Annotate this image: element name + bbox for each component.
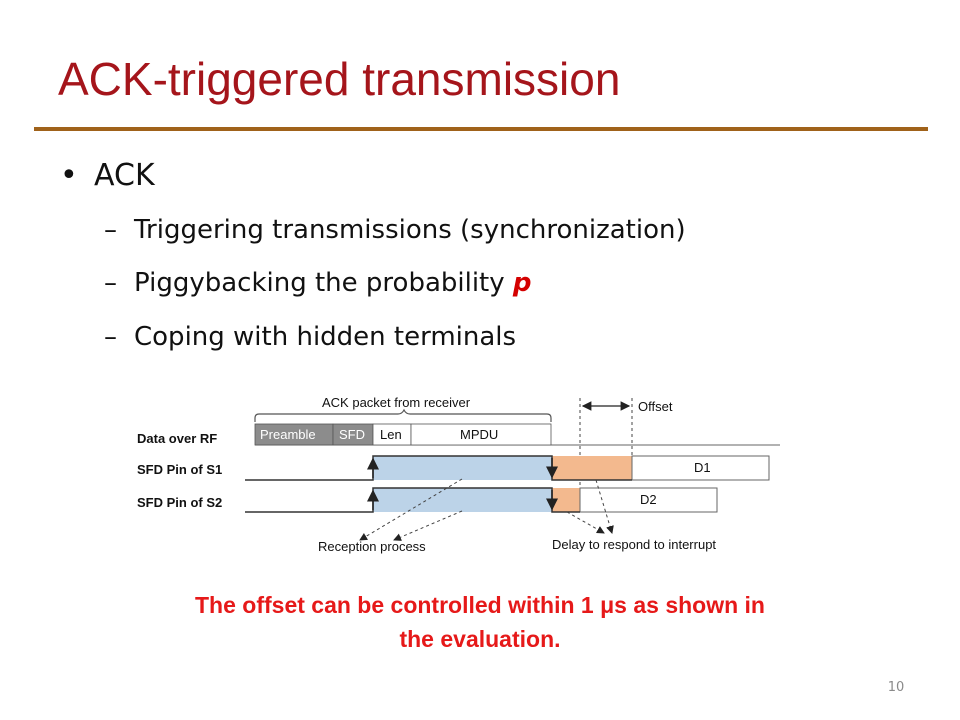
bullet-item: • ACK xyxy=(60,158,155,193)
mpdu-field xyxy=(410,423,552,446)
delay-label: Delay to respond to interrupt xyxy=(552,537,716,552)
row-label-rf: Data over RF xyxy=(137,431,217,446)
title-divider xyxy=(34,127,928,131)
s2-delay-region xyxy=(552,488,580,512)
row-label-s1: SFD Pin of S1 xyxy=(137,462,222,477)
s2-reception-region xyxy=(373,488,552,512)
offset-label: Offset xyxy=(638,399,673,414)
s1-sfd-signal xyxy=(245,455,632,481)
subitem-triggering: –Triggering transmissions (synchronizati… xyxy=(104,215,686,245)
d1-label: D1 xyxy=(694,460,711,475)
delay-arrow-s2 xyxy=(566,511,605,534)
bullet-label: ACK xyxy=(94,158,155,193)
s2-d2-packet xyxy=(579,487,718,513)
reception-arrow-s2 xyxy=(393,510,463,541)
s2-sfd-signal xyxy=(245,487,580,513)
page-number: 10 xyxy=(887,680,905,695)
subitem-hidden-terminals: –Coping with hidden terminals xyxy=(104,322,516,352)
len-text: Len xyxy=(380,427,402,442)
row-label-s2: SFD Pin of S2 xyxy=(137,495,222,510)
reception-arrow-s1 xyxy=(359,478,463,541)
s1-reception-region xyxy=(373,456,552,480)
slide-title: ACK-triggered transmission xyxy=(58,53,621,105)
caption-line-1: The offset can be controlled within 1 μs… xyxy=(195,592,765,618)
reception-label: Reception process xyxy=(318,539,426,554)
preamble-text: Preamble xyxy=(260,427,316,442)
caption: The offset can be controlled within 1 μs… xyxy=(0,588,960,656)
probability-symbol: p xyxy=(512,268,532,298)
sfd-text: SFD xyxy=(339,427,365,442)
subitem-label: Coping with hidden terminals xyxy=(134,322,517,352)
dash-marker: – xyxy=(104,322,117,352)
caption-line-2: the evaluation. xyxy=(399,626,561,652)
s1-d1-packet xyxy=(631,455,770,481)
dash-marker: – xyxy=(104,215,117,245)
ack-brace xyxy=(254,408,552,422)
s1-delay-region xyxy=(552,456,632,480)
mpdu-text: MPDU xyxy=(460,427,498,442)
subitem-label: Triggering transmissions (synchronizatio… xyxy=(134,215,686,245)
dash-marker: – xyxy=(104,268,117,298)
ack-label: ACK packet from receiver xyxy=(322,395,471,410)
subitem-piggybacking: –Piggybacking the probability p xyxy=(104,268,532,298)
bullet-dot: • xyxy=(60,158,78,193)
d2-label: D2 xyxy=(640,492,657,507)
subitem-label: Piggybacking the probability xyxy=(134,268,513,298)
